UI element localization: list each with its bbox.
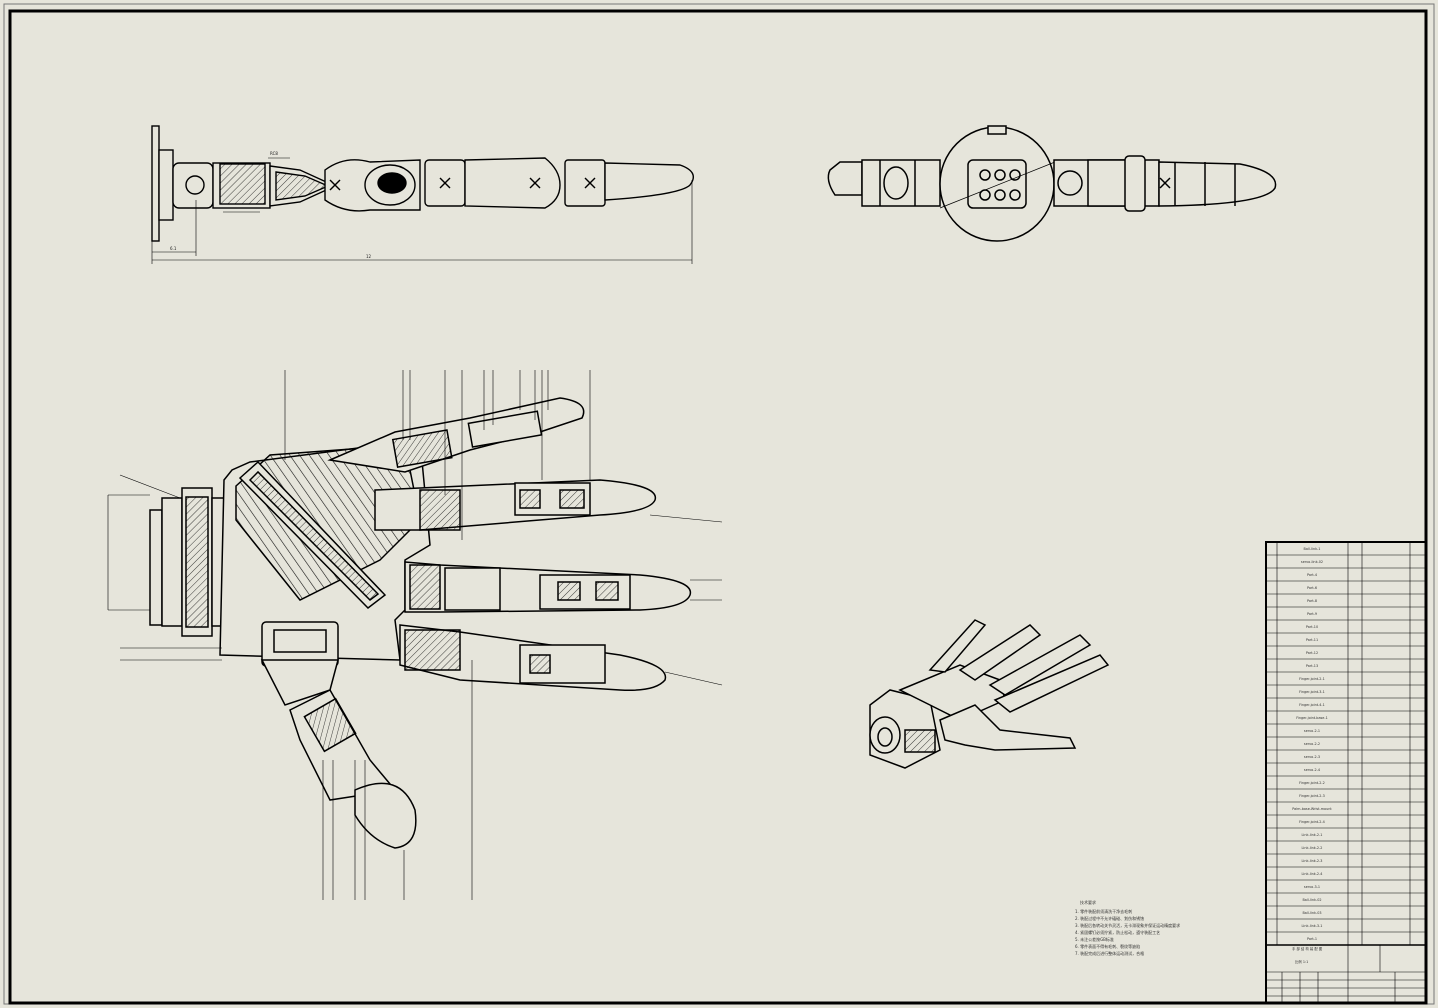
bom-row-name: servo-2-2 bbox=[1304, 742, 1320, 746]
bom-row-name: servo-2-1 bbox=[1304, 729, 1320, 733]
notes-line: 4. 紧固螺钉必须拧紧，防止松动，遵守装配工艺 bbox=[1075, 929, 1160, 935]
bom-row-name: Link-link-2-4 bbox=[1302, 872, 1323, 876]
bom-row-name: Part-12 bbox=[1306, 651, 1318, 655]
bom-row-name: servo-3-1 bbox=[1304, 885, 1320, 889]
bom-row-name: Link-link-2-1 bbox=[1302, 833, 1323, 837]
bom-row-name: Finger-joint-3-1 bbox=[1299, 690, 1325, 694]
bom-row-name: Part-10 bbox=[1306, 625, 1318, 629]
dim-top-long: 12 bbox=[366, 254, 372, 259]
bom-row-name: Finger-joint-2-4 bbox=[1299, 820, 1325, 824]
drawing-frame bbox=[8, 9, 1428, 1005]
bom-row-name: Part-8 bbox=[1307, 599, 1317, 603]
bom-row-name: Finger-joint-base-1 bbox=[1296, 716, 1328, 720]
notes-line: 6. 零件表面不得有毛刺、裂纹等缺陷 bbox=[1075, 943, 1140, 949]
bom-row-name: Link-link-3-1 bbox=[1302, 924, 1323, 928]
title-block-scale: 比例 1:1 bbox=[1295, 959, 1308, 964]
bom-row-name: Finger-joint-2-2 bbox=[1299, 781, 1325, 785]
bom-row-name: servo-2-4 bbox=[1304, 768, 1320, 772]
bom-row-name: Link-link-2-3 bbox=[1302, 859, 1323, 863]
bom-row-name: servo-2-3 bbox=[1304, 755, 1320, 759]
bom-row-name: Palm-base-Wrist-mount bbox=[1292, 807, 1332, 811]
bom-table bbox=[1265, 541, 1427, 1004]
bom-row-name: Ball-link-02 bbox=[1302, 898, 1321, 902]
end-view bbox=[827, 125, 1277, 242]
notes-line: 1. 零件装配前须清洗干净去毛刺 bbox=[1075, 908, 1132, 914]
bom-row-name: Part-13 bbox=[1306, 664, 1318, 668]
bom-row-name: servo-link-02 bbox=[1301, 560, 1323, 564]
section-view bbox=[107, 370, 723, 900]
bom-row-name: Ball-link-1 bbox=[1304, 547, 1321, 551]
bom-rows: Ball-link-1 servo-link-02Part-4Part-6Part… bbox=[1292, 547, 1332, 941]
title-block-header: 手 部 结 构 装 配 图 bbox=[1292, 946, 1323, 951]
isometric-view bbox=[869, 619, 1110, 769]
bom-row-name: Part-4 bbox=[1307, 573, 1317, 577]
bom-row-name: Part-11 bbox=[1306, 638, 1318, 642]
bom-row-name: Ball-link-03 bbox=[1302, 911, 1321, 915]
bom-row-name: Finger-joint-2-3 bbox=[1299, 794, 1325, 798]
top-view bbox=[151, 125, 694, 264]
bom-row-name: Part-1 bbox=[1307, 937, 1317, 941]
bom-row-name: Finger-joint-4-1 bbox=[1299, 703, 1325, 707]
bom-row-name: Part-9 bbox=[1307, 612, 1317, 616]
notes-line: 7. 装配完成后进行整体运动测试，合格 bbox=[1075, 950, 1144, 956]
notes-line: 2. 装配过程中不允许磕碰、划伤和锈蚀 bbox=[1075, 915, 1144, 921]
dim-top-mid: RC8 bbox=[270, 151, 278, 156]
bom-row-name: Part-6 bbox=[1307, 586, 1317, 590]
bom-row-name: Finger-joint-2-1 bbox=[1299, 677, 1325, 681]
dim-top-short: 6.1 bbox=[170, 246, 177, 251]
notes-line: 5. 未注公差按GB标准 bbox=[1075, 936, 1114, 942]
notes-line: 3. 装配后各转动关节灵活，无卡滞现象并保证运动精度要求 bbox=[1075, 922, 1180, 928]
technical-notes: 技术要求 1. 零件装配前须清洗干净去毛刺 2. 装配过程中不允许磕碰、划伤和锈… bbox=[1075, 899, 1180, 956]
notes-title: 技术要求 bbox=[1080, 899, 1096, 905]
bom-row-name: Link-link-2-2 bbox=[1302, 846, 1323, 850]
